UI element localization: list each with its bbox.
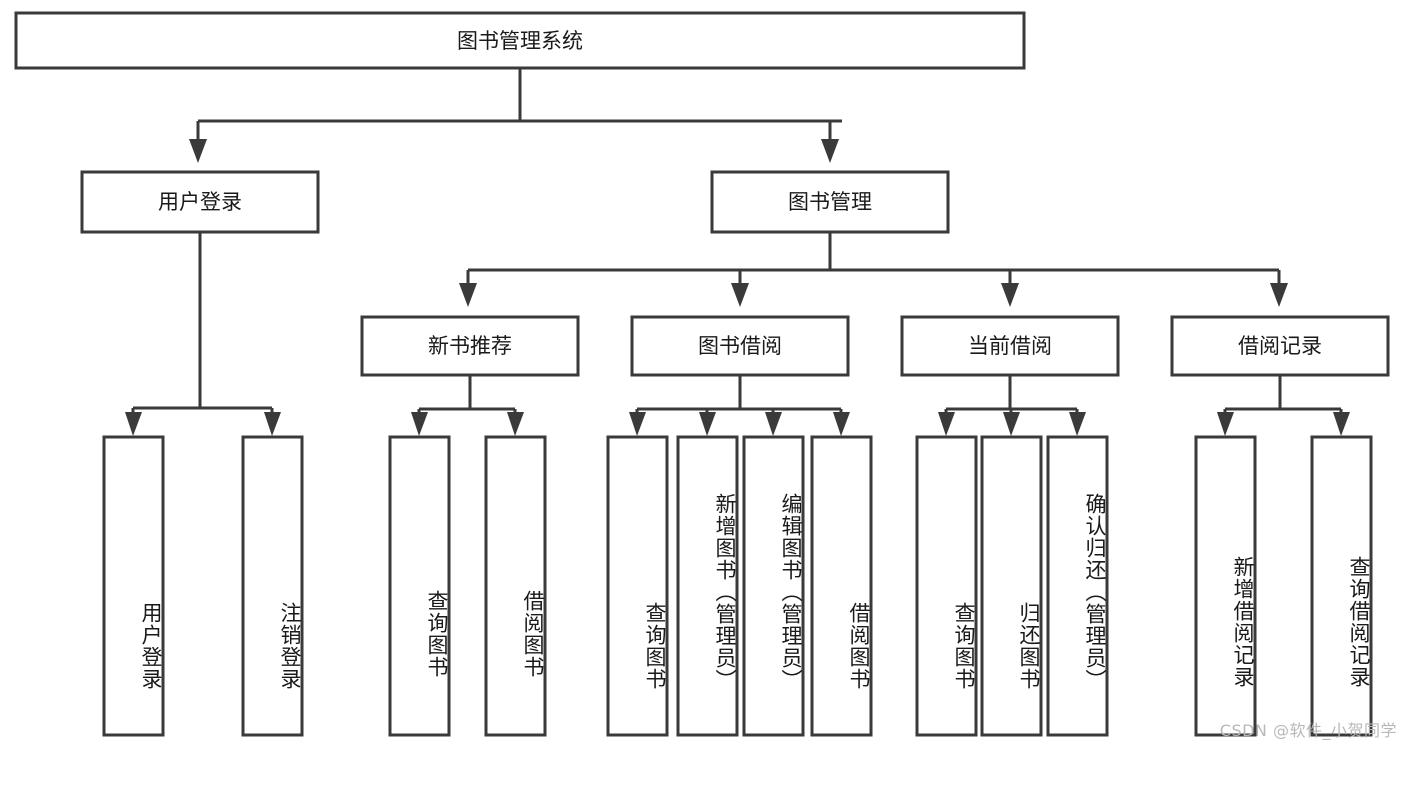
leaf-borrow-record-2-box[interactable] [1310, 435, 1373, 737]
node-borrow-record-label: 借阅记录 [1238, 334, 1322, 358]
node-root-label: 图书管理系统 [457, 29, 583, 53]
diagram-canvas: 图书管理系统 用户登录 图书管理 新书推荐 [14, 11, 1390, 737]
arrow-user-login-leaf-2 [264, 412, 281, 436]
leaf-book-borrow-1-box[interactable] [606, 435, 669, 737]
arrow-user-login-leaf-1 [125, 412, 142, 436]
node-book-management-box[interactable] [710, 170, 950, 234]
leaf-book-borrow-3-box[interactable] [742, 435, 805, 737]
arrow-current-borrow-leaf-1 [938, 412, 955, 436]
leaf-user-login-2-box[interactable] [241, 435, 304, 737]
arrow-borrow-record-leaf-1 [1217, 412, 1234, 436]
csdn-watermark: CSDN @软件_小贺同学 [1219, 721, 1397, 740]
arrow-book-borrow-leaf-2 [699, 412, 716, 436]
node-book-borrow-box[interactable] [630, 315, 850, 377]
node-user-login-label: 用户登录 [158, 190, 242, 214]
arrow-book-mgmt-to-record [1270, 283, 1288, 307]
arrow-new-book-leaf-1 [411, 412, 428, 436]
leaf-current-borrow-2-box[interactable] [980, 435, 1043, 737]
arrow-root-to-user-login [189, 139, 207, 163]
leaf-borrow-record-1-box[interactable] [1194, 435, 1257, 737]
leaf-book-borrow-2-box[interactable] [676, 435, 739, 737]
arrow-book-borrow-leaf-1 [629, 412, 646, 436]
arrow-book-borrow-leaf-4 [833, 412, 850, 436]
node-borrow-record-box[interactable] [1170, 315, 1390, 377]
arrow-book-mgmt-to-new-book [459, 283, 477, 307]
arrow-new-book-leaf-2 [507, 412, 524, 436]
node-book-management-label: 图书管理 [788, 190, 872, 214]
leaf-current-borrow-3-box[interactable] [1046, 435, 1109, 737]
node-new-book-recommend-label: 新书推荐 [428, 334, 512, 358]
leaf-user-login-1-box[interactable] [102, 435, 165, 737]
leaf-current-borrow-1-box[interactable] [915, 435, 978, 737]
node-current-borrow-box[interactable] [900, 315, 1120, 377]
arrow-current-borrow-leaf-3 [1069, 412, 1086, 436]
arrow-book-borrow-leaf-3 [765, 412, 782, 436]
arrow-root-to-book-mgmt [821, 139, 839, 163]
node-current-borrow-label: 当前借阅 [968, 334, 1052, 358]
arrow-book-mgmt-to-borrow [731, 283, 749, 307]
node-book-borrow-label: 图书借阅 [698, 334, 782, 358]
leaf-new-book-1-box[interactable] [388, 435, 451, 737]
diagram-root: 图书管理系统 用户登录 图书管理 新书推荐 [14, 11, 1397, 740]
arrow-current-borrow-leaf-2 [1003, 412, 1020, 436]
leaf-new-book-2-box[interactable] [484, 435, 547, 737]
node-root-box[interactable] [14, 11, 1026, 70]
arrow-borrow-record-leaf-2 [1333, 412, 1350, 436]
leaf-book-borrow-4-box[interactable] [810, 435, 873, 737]
node-new-book-recommend-box[interactable] [360, 315, 580, 377]
arrow-book-mgmt-to-current [1001, 283, 1019, 307]
